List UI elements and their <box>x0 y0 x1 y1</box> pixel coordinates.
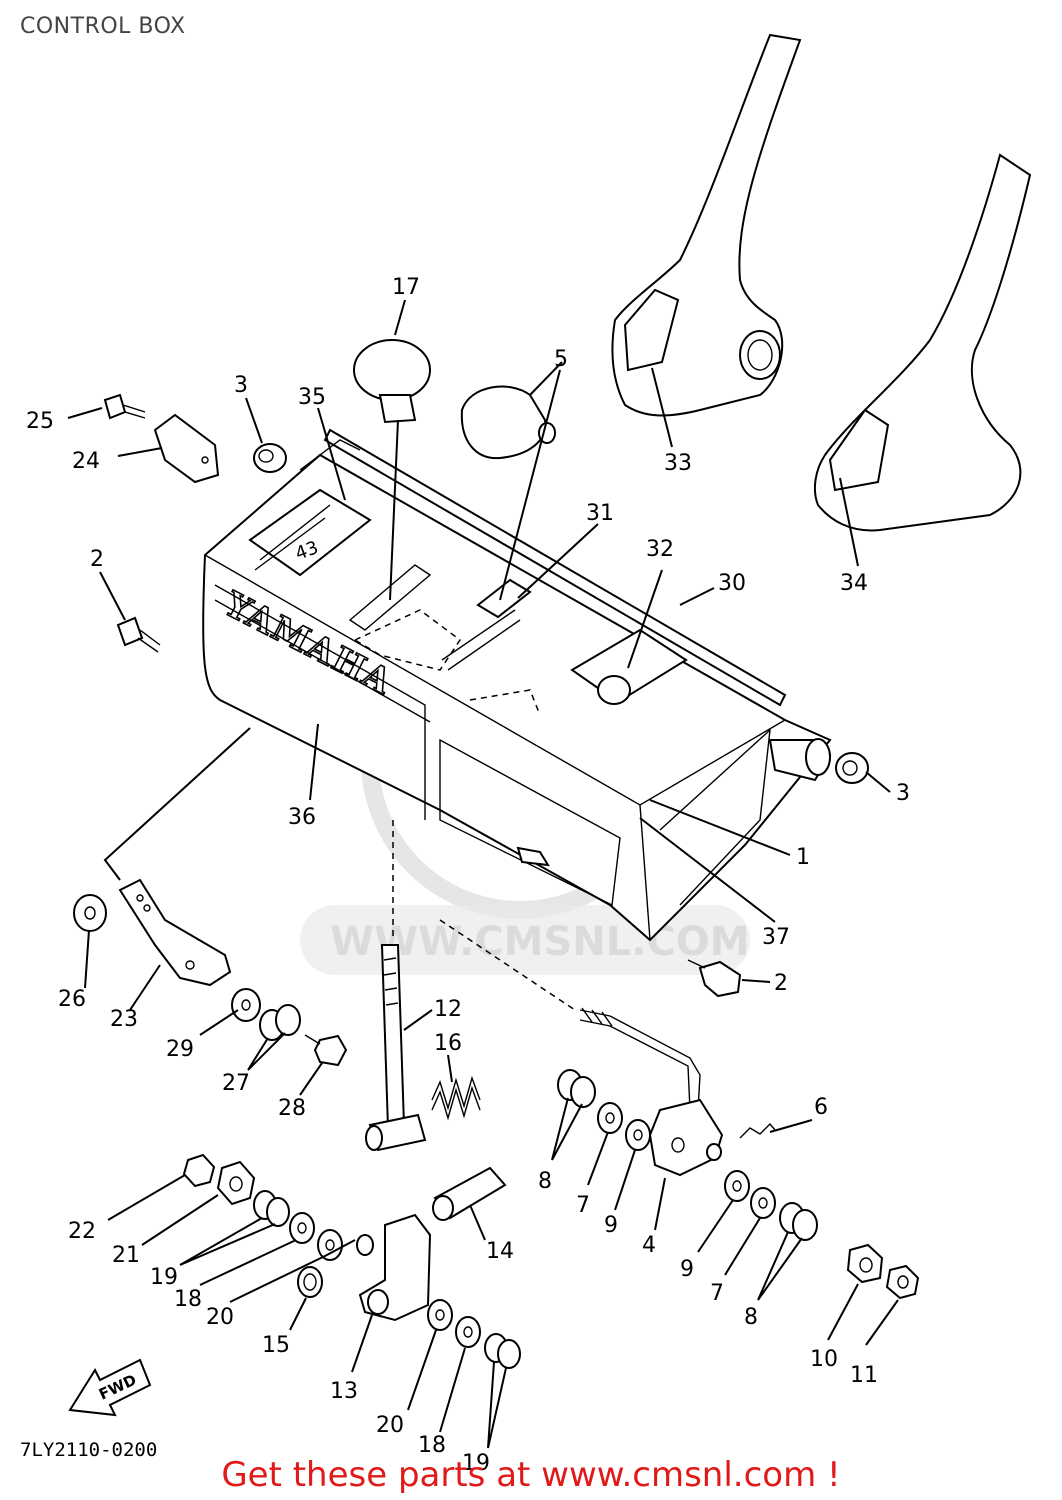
bracket-23[interactable] <box>118 878 232 987</box>
throttle-slot <box>348 564 541 716</box>
callout-33: 33 <box>664 451 692 476</box>
bushing-19-left[interactable] <box>253 1190 290 1227</box>
callout-16: 16 <box>434 1031 462 1056</box>
nut-21[interactable] <box>216 1160 256 1206</box>
nut-22[interactable] <box>182 1153 216 1188</box>
callout-8-left: 8 <box>538 1169 552 1194</box>
callout-21: 21 <box>112 1243 140 1268</box>
callout-24: 24 <box>72 449 100 474</box>
callout-23: 23 <box>110 1007 138 1032</box>
washer-7-right[interactable] <box>750 1187 776 1219</box>
callout-5: 5 <box>554 347 568 372</box>
grommet-3-top[interactable] <box>253 443 287 473</box>
callout-labels: 17 5 3 35 25 24 2 31 32 30 33 34 3 1 37 … <box>26 275 910 1476</box>
callout-18-bottom: 18 <box>418 1433 446 1458</box>
callout-14: 14 <box>486 1239 514 1264</box>
bushing-19-bottom[interactable] <box>484 1333 521 1369</box>
control-box-body[interactable] <box>202 453 832 942</box>
bolt-2-right[interactable] <box>687 959 742 998</box>
callout-25: 25 <box>26 409 54 434</box>
callout-3-right: 3 <box>896 781 910 806</box>
nut-11[interactable] <box>885 1264 920 1300</box>
callout-19-left: 19 <box>150 1265 178 1290</box>
bushing-8-left[interactable] <box>557 1069 596 1108</box>
callout-10: 10 <box>810 1347 838 1372</box>
callout-4: 4 <box>642 1233 656 1258</box>
callout-31: 31 <box>586 501 614 526</box>
washer-26[interactable] <box>73 894 107 932</box>
callout-1: 1 <box>796 845 810 870</box>
leader-lines <box>67 299 899 1449</box>
washer-9-left[interactable] <box>625 1119 651 1151</box>
bolt-2-left[interactable] <box>116 616 161 653</box>
handle-grip-34[interactable] <box>813 153 1032 532</box>
callout-2-right: 2 <box>774 971 788 996</box>
washer-29[interactable] <box>231 988 261 1022</box>
drawing-code: 7LY2110-0200 <box>20 1439 157 1461</box>
callout-15: 15 <box>262 1333 290 1358</box>
shaft-end[interactable] <box>768 738 832 782</box>
callout-6: 6 <box>814 1095 828 1120</box>
pin-14[interactable] <box>432 1166 507 1221</box>
link-rod[interactable] <box>439 919 701 1111</box>
block-24[interactable] <box>153 413 220 484</box>
callout-13: 13 <box>330 1379 358 1404</box>
nut-10[interactable] <box>846 1243 884 1284</box>
callout-29: 29 <box>166 1037 194 1062</box>
screw-25[interactable] <box>103 393 146 420</box>
grommet-3-right[interactable] <box>835 752 869 784</box>
callout-34: 34 <box>840 571 868 596</box>
callout-7-left: 7 <box>576 1193 590 1218</box>
washer-7-left[interactable] <box>597 1102 623 1134</box>
forward-arrow: FWD <box>68 1358 152 1417</box>
callout-18-left: 18 <box>174 1287 202 1312</box>
pin-6[interactable] <box>739 1122 776 1139</box>
callout-20-left: 20 <box>206 1305 234 1330</box>
callout-37: 37 <box>762 925 790 950</box>
callout-22: 22 <box>68 1219 96 1244</box>
promo-link[interactable]: Get these parts at www.cmsnl.com ! <box>221 1455 841 1495</box>
callout-27: 27 <box>222 1071 250 1096</box>
handle-grip-33[interactable] <box>611 33 802 417</box>
rod-12[interactable] <box>365 820 427 1152</box>
page-title: CONTROL BOX <box>20 14 186 39</box>
callout-28: 28 <box>278 1096 306 1121</box>
callout-35: 35 <box>298 385 326 410</box>
bushing-27[interactable] <box>259 1004 301 1041</box>
callout-19-bottom: 19 <box>462 1451 490 1476</box>
callout-20-bottom: 20 <box>376 1413 404 1438</box>
watermark-text: WWW.CMSNL.COM <box>330 919 750 965</box>
decal-35: 43 <box>248 488 372 577</box>
knob-17[interactable] <box>353 339 431 601</box>
bushing-8-right[interactable] <box>779 1202 818 1241</box>
callout-11: 11 <box>850 1363 878 1388</box>
clip-15[interactable] <box>297 1266 323 1298</box>
callout-30: 30 <box>718 571 746 596</box>
cap-5[interactable] <box>460 385 556 460</box>
callout-12: 12 <box>434 997 462 1022</box>
callout-3-top: 3 <box>234 373 248 398</box>
bolt-28[interactable] <box>304 1034 348 1067</box>
callout-2-left: 2 <box>90 547 104 572</box>
callout-17: 17 <box>392 275 420 300</box>
callout-8-right: 8 <box>744 1305 758 1330</box>
washer-18-left[interactable] <box>289 1212 315 1244</box>
callout-9-left: 9 <box>604 1213 618 1238</box>
callout-9-right: 9 <box>680 1257 694 1282</box>
callout-26: 26 <box>58 987 86 1012</box>
washer-9-right[interactable] <box>724 1170 750 1202</box>
callout-32: 32 <box>646 537 674 562</box>
washer-20-bottom[interactable] <box>427 1299 453 1331</box>
lever-13[interactable] <box>356 1213 432 1322</box>
label-31 <box>441 578 532 671</box>
lever-4[interactable] <box>648 1098 724 1177</box>
callout-7-right: 7 <box>710 1281 724 1306</box>
washer-20-left[interactable] <box>317 1229 343 1261</box>
washer-18-bottom[interactable] <box>455 1316 481 1348</box>
callout-36: 36 <box>288 805 316 830</box>
spring-16[interactable] <box>431 1075 481 1121</box>
